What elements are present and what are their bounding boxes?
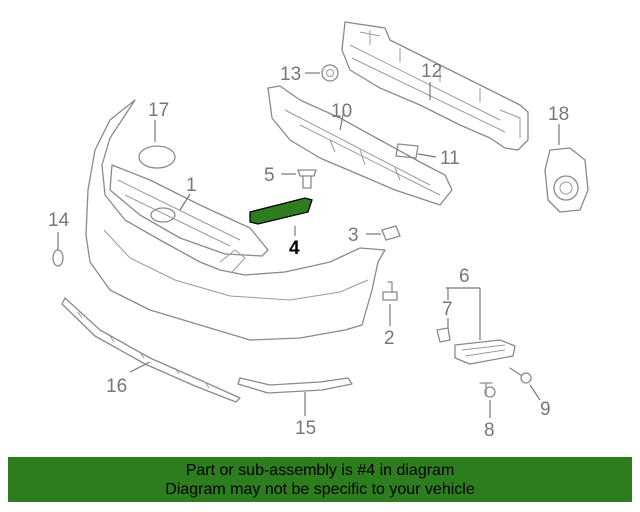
callout-10: 10 bbox=[331, 101, 352, 122]
part-16-lower-trim bbox=[61, 297, 241, 403]
callout-15: 15 bbox=[295, 418, 316, 439]
callout-4: 4 bbox=[289, 238, 300, 259]
callout-2: 2 bbox=[384, 328, 395, 349]
leader-lines bbox=[57, 72, 560, 418]
part-17-emblem bbox=[138, 145, 176, 169]
part-18-bracket bbox=[544, 147, 589, 213]
callout-17: 17 bbox=[148, 100, 169, 121]
callout-16: 16 bbox=[106, 376, 127, 397]
part-3-retainer bbox=[381, 225, 401, 241]
part-7-clip bbox=[436, 327, 451, 343]
callout-11: 11 bbox=[440, 148, 460, 169]
part-14-plug bbox=[52, 249, 64, 267]
callout-9: 9 bbox=[540, 399, 551, 420]
part-10-energy-absorber bbox=[267, 85, 453, 206]
part-2-bolt bbox=[382, 281, 398, 301]
part-6-fog-lamp-cover bbox=[454, 339, 516, 365]
info-banner: Part or sub-assembly is #4 in diagram Di… bbox=[8, 457, 632, 502]
banner-line-2: Diagram may not be specific to your vehi… bbox=[165, 481, 475, 498]
callout-18: 18 bbox=[548, 104, 569, 125]
part-1-grille bbox=[109, 164, 269, 257]
callout-3: 3 bbox=[348, 225, 359, 246]
bumper-cover bbox=[85, 99, 386, 341]
banner-line-1: Part or sub-assembly is #4 in diagram bbox=[185, 462, 455, 479]
callout-6: 6 bbox=[459, 266, 470, 287]
callout-7: 7 bbox=[442, 299, 453, 320]
part-11-bracket bbox=[395, 143, 419, 159]
callout-5: 5 bbox=[264, 165, 275, 186]
part-15-molding bbox=[237, 377, 353, 394]
callout-12: 12 bbox=[421, 61, 442, 82]
part-8-bolt bbox=[479, 382, 496, 398]
part-4-bracket-highlighted bbox=[249, 197, 313, 225]
parts-diagram: 1 2 3 4 5 6 7 8 9 10 11 12 13 14 15 16 1… bbox=[48, 21, 589, 441]
part-9-screw bbox=[509, 367, 532, 384]
part-12-reinforcement-beam bbox=[341, 21, 529, 151]
callout-1: 1 bbox=[186, 175, 197, 196]
part-13-nut bbox=[321, 64, 339, 82]
callout-14: 14 bbox=[48, 210, 70, 231]
callout-labels: 1 2 3 4 5 6 7 8 9 10 11 12 13 14 15 16 1… bbox=[48, 61, 569, 441]
callout-13: 13 bbox=[280, 64, 301, 85]
part-5-clip bbox=[297, 169, 317, 189]
callout-8: 8 bbox=[484, 420, 495, 441]
